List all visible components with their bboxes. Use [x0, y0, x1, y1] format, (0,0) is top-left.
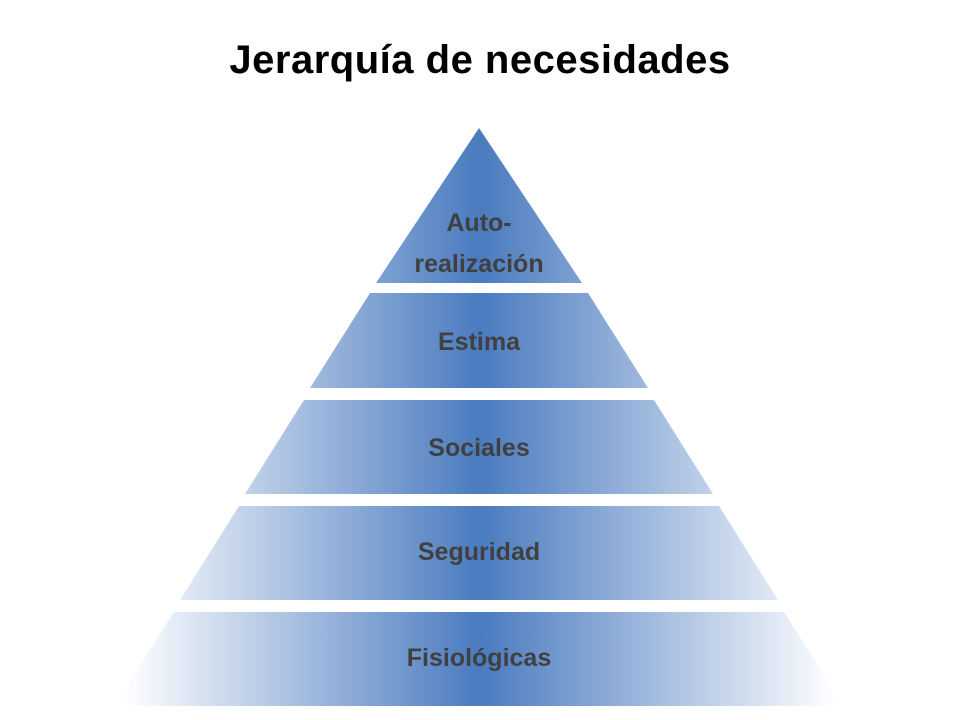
level-label-physiological: Fisiológicas: [407, 644, 551, 672]
level-label-self-actualization-line1: Auto-: [446, 209, 511, 237]
level-label-self-actualization-line2: realización: [414, 250, 543, 278]
level-band-social: [245, 400, 713, 494]
level-band-physiological: [114, 612, 844, 706]
page-title: Jerarquía de necesidades: [229, 38, 731, 82]
level-label-social: Sociales: [428, 434, 529, 462]
level-label-safety: Seguridad: [418, 538, 540, 566]
level-label-esteem: Estima: [438, 328, 521, 356]
level-band-safety: [180, 506, 778, 600]
level-band-esteem: [310, 293, 648, 388]
level-band-self-actualization: [376, 128, 582, 283]
